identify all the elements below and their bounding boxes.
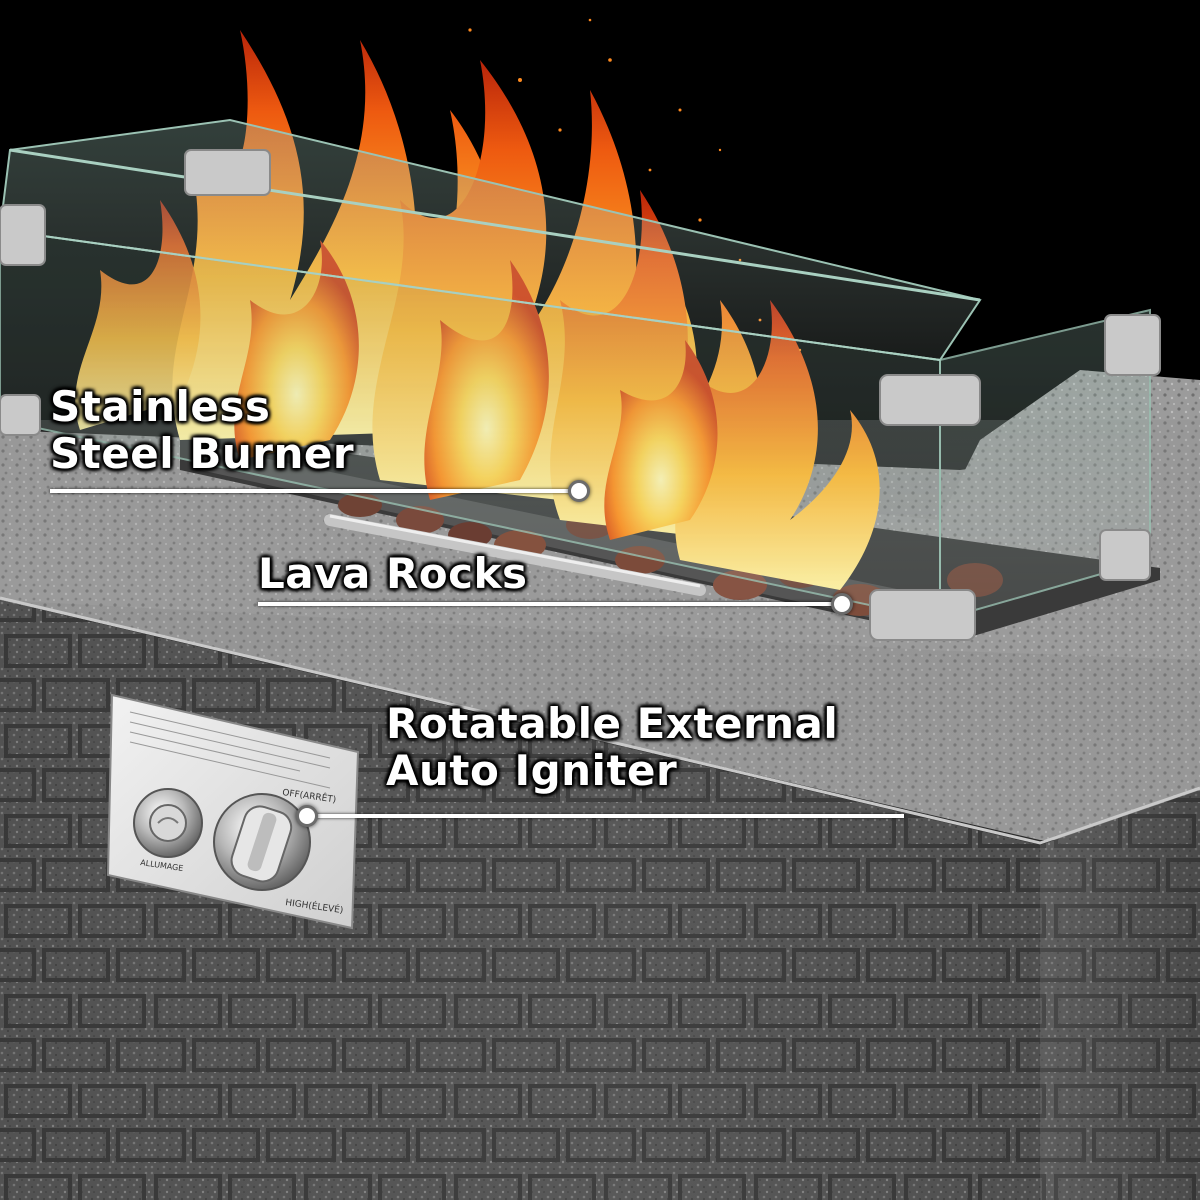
callout-rocks-line1: Lava Rocks [258,549,528,598]
callout-burner-line2: Steel Burner [50,429,355,479]
callout-stainless-steel-burner: Stainless Steel Burner [50,383,354,477]
dot-marker-icon [296,805,318,827]
callout-igniter-line1: Rotatable External [386,699,839,748]
dot-marker-icon [831,593,853,615]
control-panel: OFF(ARRÊT) HIGH(ÉLEVÉ) ALLUMAGE [106,693,360,930]
steel-burner-tube [324,514,706,596]
callout-rotatable-auto-igniter: Rotatable External Auto Igniter [386,700,838,794]
control-knob-icon[interactable] [213,793,311,891]
leader-line-burner [50,489,580,493]
callout-burner-line1: Stainless [50,382,271,431]
igniter-button-icon[interactable] [133,788,203,858]
dot-marker-icon [568,480,590,502]
leader-line-igniter [308,814,904,818]
callout-igniter-line2: Auto Igniter [386,746,678,796]
glass-clamps [0,149,1161,641]
leader-line-rocks [258,602,843,606]
callout-lava-rocks: Lava Rocks [258,550,527,597]
